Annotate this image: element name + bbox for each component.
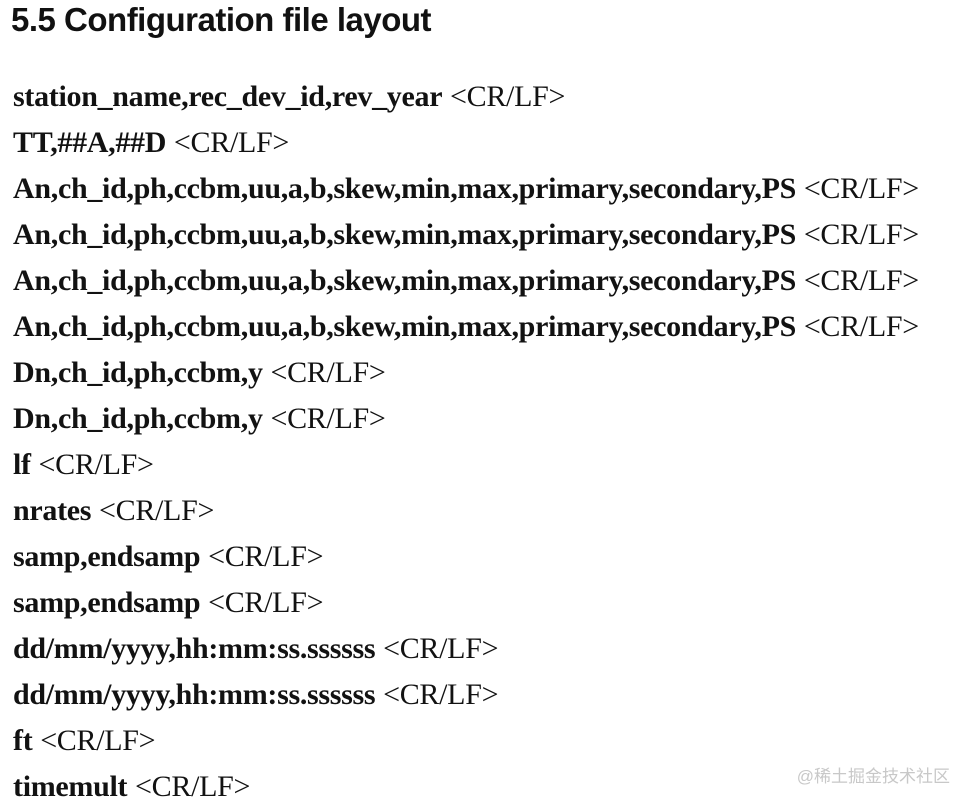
config-line-keyword: Dn,ch_id,ph,ccbm,y (13, 356, 263, 389)
config-line-keyword: samp,endsamp (13, 586, 201, 619)
config-line-digital-2: Dn,ch_id,ph,ccbm,y<CR/LF> (13, 396, 972, 442)
crlf-token: <CR/LF> (208, 586, 324, 619)
crlf-token: <CR/LF> (383, 632, 499, 665)
config-line-analog-1: An,ch_id,ph,ccbm,uu,a,b,skew,min,max,pri… (13, 166, 972, 212)
config-line-analog-2: An,ch_id,ph,ccbm,uu,a,b,skew,min,max,pri… (13, 212, 972, 258)
crlf-token: <CR/LF> (38, 448, 154, 481)
crlf-token: <CR/LF> (383, 678, 499, 711)
crlf-token: <CR/LF> (803, 264, 919, 297)
config-line-samp-2: samp,endsamp<CR/LF> (13, 580, 972, 626)
crlf-token: <CR/LF> (270, 356, 386, 389)
config-line-keyword: An,ch_id,ph,ccbm,uu,a,b,skew,min,max,pri… (13, 310, 797, 343)
config-line-timestamp-1: dd/mm/yyyy,hh:mm:ss.ssssss<CR/LF> (13, 626, 972, 672)
config-line-digital-1: Dn,ch_id,ph,ccbm,y<CR/LF> (13, 350, 972, 396)
config-line-keyword: An,ch_id,ph,ccbm,uu,a,b,skew,min,max,pri… (13, 218, 797, 251)
config-line-keyword: An,ch_id,ph,ccbm,uu,a,b,skew,min,max,pri… (13, 172, 797, 205)
crlf-token: <CR/LF> (40, 724, 156, 757)
config-line-keyword: dd/mm/yyyy,hh:mm:ss.ssssss (13, 632, 376, 665)
config-line-timestamp-2: dd/mm/yyyy,hh:mm:ss.ssssss<CR/LF> (13, 672, 972, 718)
config-line-keyword: Dn,ch_id,ph,ccbm,y (13, 402, 263, 435)
config-line-keyword: lf (13, 448, 31, 481)
config-line-nrates: nrates<CR/LF> (13, 488, 972, 534)
config-line-keyword: ft (13, 724, 33, 757)
config-line-tt: TT,##A,##D<CR/LF> (13, 120, 972, 166)
config-line-analog-3: An,ch_id,ph,ccbm,uu,a,b,skew,min,max,pri… (13, 258, 972, 304)
config-line-station: station_name,rec_dev_id,rev_year<CR/LF> (13, 74, 972, 120)
config-line-keyword: timemult (13, 770, 128, 803)
config-line-keyword: samp,endsamp (13, 540, 201, 573)
crlf-token: <CR/LF> (98, 494, 215, 527)
config-line-keyword: An,ch_id,ph,ccbm,uu,a,b,skew,min,max,pri… (13, 264, 797, 297)
crlf-token: <CR/LF> (135, 770, 251, 803)
watermark: @稀土掘金技术社区 (796, 767, 950, 786)
config-line-keyword: nrates (13, 494, 92, 527)
crlf-token: <CR/LF> (450, 80, 566, 113)
section-title: 5.5 Configuration file layout (11, 1, 432, 38)
config-line-ft: ft<CR/LF> (13, 718, 972, 764)
crlf-token: <CR/LF> (803, 218, 919, 251)
config-line-analog-4: An,ch_id,ph,ccbm,uu,a,b,skew,min,max,pri… (13, 304, 972, 350)
config-line-keyword: station_name,rec_dev_id,rev_year (13, 80, 443, 113)
config-line-samp-1: samp,endsamp<CR/LF> (13, 534, 972, 580)
config-line-keyword: dd/mm/yyyy,hh:mm:ss.ssssss (13, 678, 376, 711)
crlf-token: <CR/LF> (803, 172, 919, 205)
config-line-timemult: timemult<CR/LF> (13, 764, 972, 810)
config-line-keyword: TT,##A,##D (13, 126, 167, 159)
crlf-token: <CR/LF> (173, 126, 290, 159)
crlf-token: <CR/LF> (803, 310, 919, 343)
config-file-layout-block: station_name,rec_dev_id,rev_year<CR/LF> … (13, 74, 972, 810)
crlf-token: <CR/LF> (208, 540, 324, 573)
config-line-lf: lf<CR/LF> (13, 442, 972, 488)
crlf-token: <CR/LF> (270, 402, 386, 435)
